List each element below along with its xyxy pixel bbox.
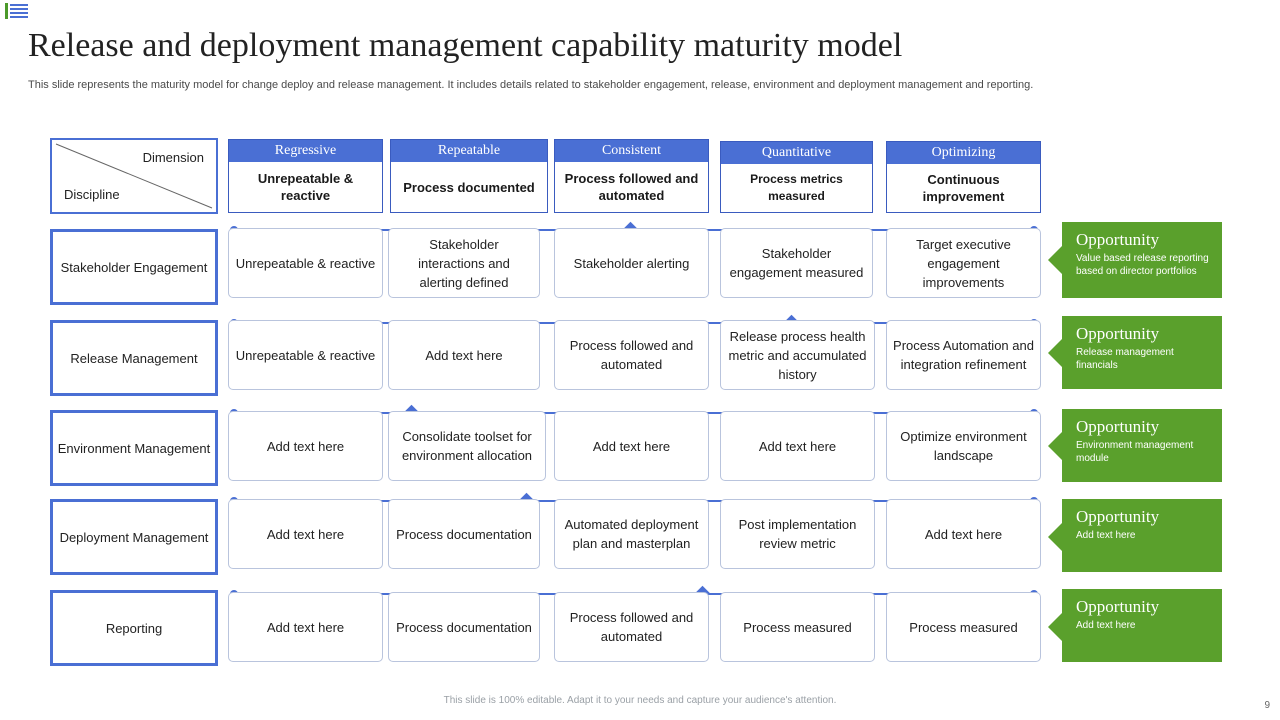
opportunity-2: Opportunity Environment management modul… <box>1062 409 1222 482</box>
slide-footer-note: This slide is 100% editable. Adapt it to… <box>443 695 837 706</box>
brand-logo <box>4 2 30 20</box>
column-title-3: Quantitative <box>721 142 872 164</box>
column-summary-0: Unrepeatable & reactive <box>257 171 354 203</box>
cell-4-3: Process measured <box>720 592 875 662</box>
cell-0-2: Stakeholder alerting <box>554 228 709 298</box>
opportunity-3: Opportunity Add text here <box>1062 499 1222 572</box>
opportunity-arrow-1 <box>1048 339 1062 367</box>
opportunity-desc-4: Add text here <box>1076 620 1136 631</box>
row-label-4: Reporting <box>50 590 218 666</box>
page-number: 9 <box>1264 700 1270 711</box>
cell-1-0: Unrepeatable & reactive <box>228 320 383 390</box>
column-title-2: Consistent <box>555 140 708 162</box>
column-summary-4: Continuous improvement <box>922 172 1005 204</box>
column-header-1: Repeatable Process documented <box>390 139 548 213</box>
dimension-discipline-header: Dimension Discipline <box>50 138 218 214</box>
opportunity-title-4: Opportunity <box>1076 597 1160 616</box>
opportunity-arrow-3 <box>1048 523 1062 551</box>
page-subtitle: This slide represents the maturity model… <box>28 79 1034 91</box>
cell-3-1: Process documentation <box>388 499 540 569</box>
opportunity-title-2: Opportunity <box>1076 417 1160 436</box>
column-summary-2: Process followed and automated <box>564 171 699 203</box>
opportunity-desc-0: Value based release reporting based on d… <box>1076 253 1209 277</box>
cell-4-2: Process followed and automated <box>554 592 709 662</box>
opportunity-arrow-2 <box>1048 432 1062 460</box>
cell-1-2: Process followed and automated <box>554 320 709 390</box>
diagonal-divider-icon <box>55 143 213 209</box>
opportunity-desc-1: Release management financials <box>1076 347 1174 371</box>
cell-3-3: Post implementation review metric <box>720 499 875 569</box>
row-label-1: Release Management <box>50 320 218 396</box>
dimension-label: Dimension <box>142 150 204 165</box>
cell-0-3: Stakeholder engagement measured <box>720 228 873 298</box>
row-label-3: Deployment Management <box>50 499 218 575</box>
opportunity-1: Opportunity Release management financial… <box>1062 316 1222 389</box>
column-header-0: Regressive Unrepeatable & reactive <box>228 139 383 213</box>
column-header-2: Consistent Process followed and automate… <box>554 139 709 213</box>
page-title: Release and deployment management capabi… <box>28 27 903 64</box>
cell-2-3: Add text here <box>720 411 875 481</box>
cell-0-0: Unrepeatable & reactive <box>228 228 383 298</box>
row-label-0: Stakeholder Engagement <box>50 229 218 305</box>
opportunity-4: Opportunity Add text here <box>1062 589 1222 662</box>
cell-1-3: Release process health metric and accumu… <box>720 320 875 390</box>
cell-4-0: Add text here <box>228 592 383 662</box>
cell-3-0: Add text here <box>228 499 383 569</box>
opportunity-arrow-0 <box>1048 246 1062 274</box>
cell-2-1: Consolidate toolset for environment allo… <box>388 411 546 481</box>
opportunity-title-1: Opportunity <box>1076 324 1160 343</box>
opportunity-desc-2: Environment management module <box>1076 440 1194 464</box>
column-title-4: Optimizing <box>887 142 1040 164</box>
row-label-2: Environment Management <box>50 410 218 486</box>
column-title-0: Regressive <box>229 140 382 162</box>
discipline-label: Discipline <box>64 187 120 202</box>
column-title-1: Repeatable <box>391 140 547 162</box>
cell-3-2: Automated deployment plan and masterplan <box>554 499 709 569</box>
cell-2-4: Optimize environment landscape <box>886 411 1041 481</box>
column-header-4: Optimizing Continuous improvement <box>886 141 1041 213</box>
cell-2-2: Add text here <box>554 411 709 481</box>
opportunity-title-0: Opportunity <box>1076 230 1160 249</box>
column-header-3: Quantitative Process metrics measured <box>720 141 873 213</box>
cell-1-1: Add text here <box>388 320 540 390</box>
cell-4-4: Process measured <box>886 592 1041 662</box>
opportunity-title-3: Opportunity <box>1076 507 1160 526</box>
cell-1-4: Process Automation and integration refin… <box>886 320 1041 390</box>
opportunity-0: Opportunity Value based release reportin… <box>1062 222 1222 298</box>
cell-2-0: Add text here <box>228 411 383 481</box>
cell-4-1: Process documentation <box>388 592 540 662</box>
column-summary-1: Process documented <box>403 179 535 195</box>
cell-3-4: Add text here <box>886 499 1041 569</box>
opportunity-arrow-4 <box>1048 613 1062 641</box>
column-summary-3: Process metrics measured <box>750 172 843 203</box>
cell-0-1: Stakeholder interactions and alerting de… <box>388 228 540 298</box>
opportunity-desc-3: Add text here <box>1076 530 1136 541</box>
cell-0-4: Target executive engagement improvements <box>886 228 1041 298</box>
